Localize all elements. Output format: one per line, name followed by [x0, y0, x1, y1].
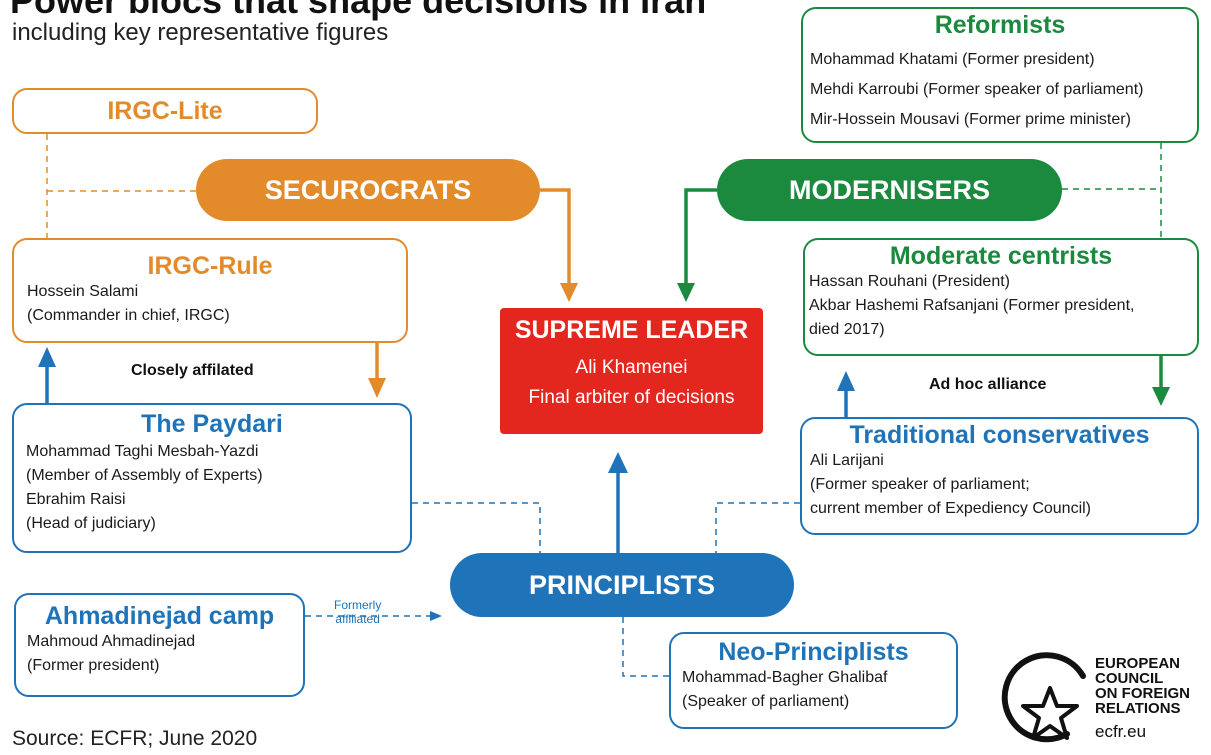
moderate-centrists-line: died 2017)	[809, 321, 885, 338]
principlists-dashed-links	[305, 502, 800, 677]
principlists-label: PRINCIPLISTS	[528, 570, 716, 600]
moderate-centrists-title: Moderate centrists	[889, 242, 1113, 270]
supreme-leader-box: SUPREME LEADER Ali Khamenei Final arbite…	[500, 308, 763, 434]
traditional-conservatives-line: (Former speaker of parliament;	[810, 476, 1030, 493]
securocrats-dashed-links	[46, 134, 196, 238]
ecfr-url: ecfr.eu	[1095, 722, 1147, 741]
supreme-leader-name: Ali Khamenei	[575, 357, 688, 378]
ahmadinejad-line: (Former president)	[27, 657, 160, 674]
traditional-conservatives-line: current member of Expediency Council)	[810, 500, 1092, 517]
source-note: Source: ECFR; June 2020	[12, 727, 258, 750]
paydari-box: The Paydari Mohammad Taghi Mesbah-Yazdi …	[12, 403, 412, 553]
ahmadinejad-title: Ahmadinejad camp	[44, 602, 275, 630]
principlists-bloc: PRINCIPLISTS	[450, 553, 794, 617]
moderate-centrists-box: Moderate centrists Hassan Rouhani (Presi…	[803, 238, 1199, 356]
securocrats-to-leader-arrow	[540, 188, 571, 285]
reformists-line: Mohammad Khatami (Former president)	[810, 51, 1095, 68]
paydari-line: Mohammad Taghi Mesbah-Yazdi	[26, 443, 259, 460]
traditional-conservatives-title: Traditional conservatives	[849, 421, 1150, 449]
neo-principlists-box: Neo-Principlists Mohammad-Bagher Ghaliba…	[669, 632, 958, 729]
page-title: Power blocs that shape decisions in Iran	[10, 0, 707, 21]
neo-principlists-line: Mohammad-Bagher Ghalibaf	[682, 669, 888, 686]
formerly-affiliated-label: Formerly affiliated	[334, 598, 382, 626]
modernisers-bloc: MODERNISERS	[717, 159, 1062, 221]
ecfr-logo: EUROPEAN COUNCIL ON FOREIGN RELATIONS ec…	[995, 646, 1205, 750]
paydari-line: Ebrahim Raisi	[26, 491, 126, 508]
reformists-line: Mir-Hossein Mousavi (Former prime minist…	[810, 111, 1131, 128]
reformists-box: Reformists Mohammad Khatami (Former pres…	[801, 7, 1199, 143]
ahmadinejad-line: Mahmoud Ahmadinejad	[27, 633, 196, 650]
supreme-leader-role: Final arbiter of decisions	[528, 387, 735, 408]
irgc-rule-line: (Commander in chief, IRGC)	[27, 307, 230, 324]
irgc-rule-line: Hossein Salami	[27, 283, 139, 300]
paydari-line: (Head of judiciary)	[26, 515, 156, 532]
modernisers-dashed-links	[1062, 143, 1162, 238]
paydari-line: (Member of Assembly of Experts)	[26, 467, 263, 484]
traditional-conservatives-box: Traditional conservatives Ali Larijani (…	[800, 417, 1199, 535]
reformists-title: Reformists	[934, 11, 1066, 39]
irgc-rule-title: IRGC-Rule	[147, 252, 273, 280]
irgc-lite-box: IRGC-Lite	[12, 88, 318, 134]
moderate-centrists-line: Akbar Hashemi Rafsanjani (Former preside…	[809, 297, 1135, 314]
securocrats-label: SECUROCRATS	[264, 175, 472, 205]
supreme-leader-title: SUPREME LEADER	[514, 316, 749, 344]
star-circle-icon	[1001, 652, 1086, 743]
irgc-lite-title: IRGC-Lite	[107, 97, 223, 125]
paydari-title: The Paydari	[141, 410, 283, 438]
ecfr-logo-text: EUROPEAN COUNCIL ON FOREIGN RELATIONS	[1095, 655, 1191, 717]
irgc-rule-box: IRGC-Rule Hossein Salami (Commander in c…	[12, 238, 408, 343]
modernisers-to-leader-arrow	[684, 188, 717, 285]
neo-principlists-title: Neo-Principlists	[718, 638, 909, 666]
moderate-centrists-line: Hassan Rouhani (President)	[809, 273, 1010, 290]
traditional-conservatives-line: Ali Larijani	[810, 452, 884, 469]
formerly-affiliated-arrowhead	[430, 611, 442, 621]
securocrats-bloc: SECUROCRATS	[196, 159, 540, 221]
neo-principlists-line: (Speaker of parliament)	[682, 693, 850, 710]
ahmadinejad-box: Ahmadinejad camp Mahmoud Ahmadinejad (Fo…	[14, 593, 305, 697]
ad-hoc-alliance-label: Ad hoc alliance	[929, 376, 1047, 393]
page-subtitle: including key representative figures	[12, 19, 389, 46]
closely-affiliated-label: Closely affilated	[131, 362, 254, 379]
modernisers-label: MODERNISERS	[788, 175, 991, 205]
reformists-line: Mehdi Karroubi (Former speaker of parlia…	[810, 81, 1144, 98]
